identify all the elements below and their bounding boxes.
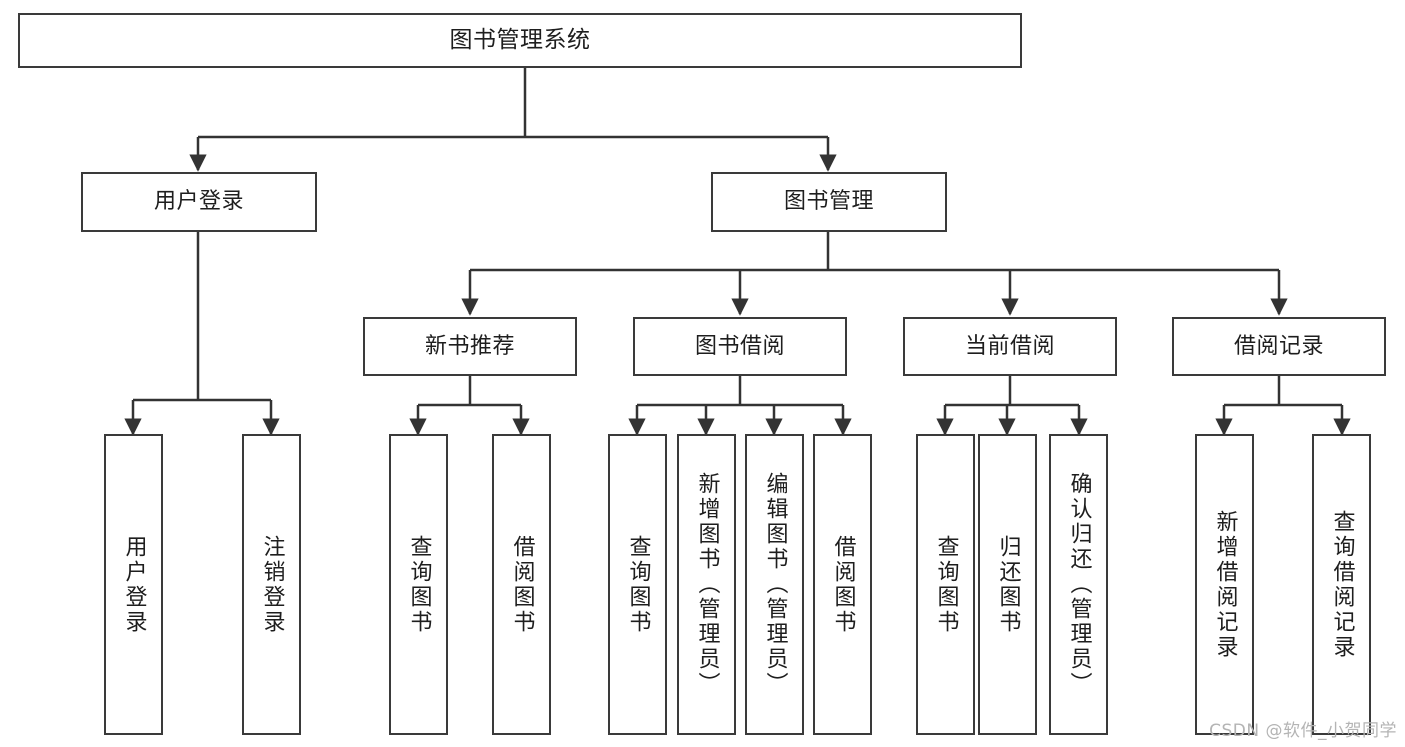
watermark-text: CSDN @软件_小贺同学	[1209, 721, 1397, 741]
node-label: 用户登录	[153, 189, 244, 215]
node-leaf-confirm-return[interactable]: 确认归还（管理员）	[1049, 434, 1108, 735]
node-leaf-query-book-1[interactable]: 查询图书	[389, 434, 448, 735]
node-label: 确认归还（管理员）	[1066, 472, 1092, 697]
node-label: 借阅记录	[1233, 333, 1324, 359]
node-label: 查询图书	[406, 534, 432, 635]
node-label: 注销登录	[259, 534, 285, 635]
node-label: 新增借阅记录	[1212, 509, 1238, 660]
node-label: 当前借阅	[964, 333, 1055, 359]
node-label: 编辑图书（管理员）	[762, 472, 788, 697]
node-label: 归还图书	[995, 534, 1021, 635]
node-label: 用户登录	[121, 534, 147, 635]
node-leaf-user-login[interactable]: 用户登录	[104, 434, 163, 735]
node-label: 借阅图书	[509, 534, 535, 635]
node-label: 查询图书	[625, 534, 651, 635]
node-book-management[interactable]: 图书管理	[711, 172, 947, 232]
node-label: 新书推荐	[424, 333, 515, 359]
node-borrow-record[interactable]: 借阅记录	[1172, 317, 1386, 376]
node-leaf-add-borrow-record[interactable]: 新增借阅记录	[1195, 434, 1254, 735]
node-leaf-add-book[interactable]: 新增图书（管理员）	[677, 434, 736, 735]
node-label: 借阅图书	[830, 534, 856, 635]
node-leaf-return-book[interactable]: 归还图书	[978, 434, 1037, 735]
node-leaf-borrow-book-2[interactable]: 借阅图书	[813, 434, 872, 735]
node-leaf-query-book-2[interactable]: 查询图书	[608, 434, 667, 735]
node-new-book-recommend[interactable]: 新书推荐	[363, 317, 577, 376]
node-root-system[interactable]: 图书管理系统	[18, 13, 1022, 68]
node-leaf-query-book-3[interactable]: 查询图书	[916, 434, 975, 735]
node-label: 新增图书（管理员）	[694, 472, 720, 697]
node-user-login[interactable]: 用户登录	[81, 172, 317, 232]
node-label: 图书管理系统	[449, 27, 591, 54]
node-label: 查询图书	[933, 534, 959, 635]
node-leaf-query-borrow-record[interactable]: 查询借阅记录	[1312, 434, 1371, 735]
node-current-borrow[interactable]: 当前借阅	[903, 317, 1117, 376]
node-label: 查询借阅记录	[1329, 509, 1355, 660]
node-leaf-borrow-book-1[interactable]: 借阅图书	[492, 434, 551, 735]
node-book-borrow[interactable]: 图书借阅	[633, 317, 847, 376]
node-leaf-edit-book[interactable]: 编辑图书（管理员）	[745, 434, 804, 735]
node-label: 图书借阅	[694, 333, 785, 359]
node-leaf-logout-login[interactable]: 注销登录	[242, 434, 301, 735]
node-label: 图书管理	[783, 189, 874, 215]
